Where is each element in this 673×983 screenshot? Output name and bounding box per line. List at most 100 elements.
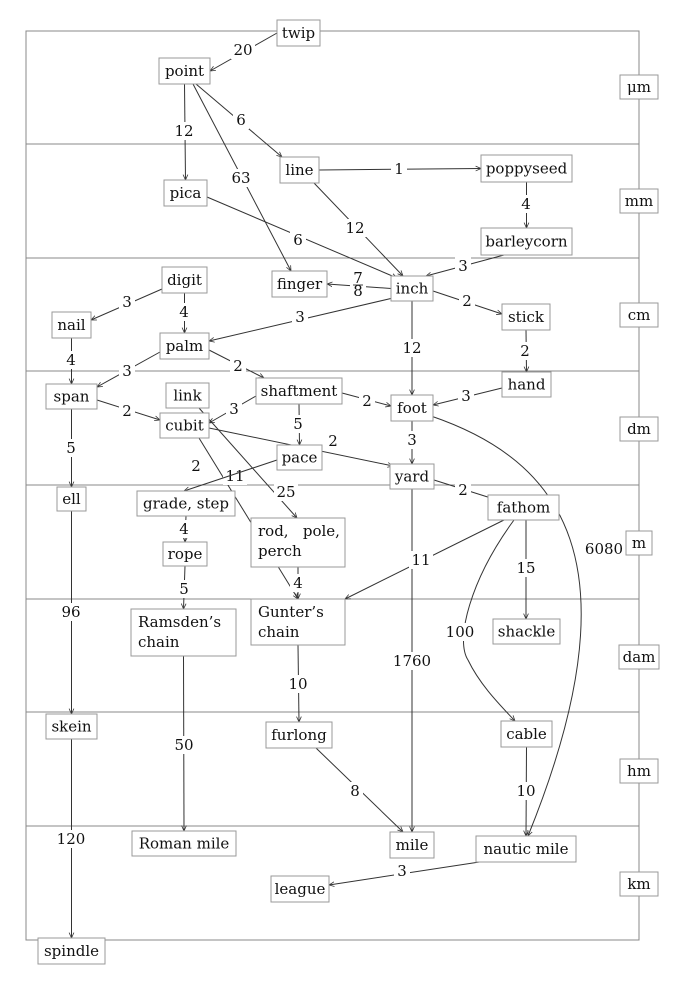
node-yard: yard (389, 463, 435, 490)
node-box (276, 444, 323, 471)
edge-arrow (430, 415, 582, 836)
node-box (162, 541, 208, 567)
node-label: pace (282, 449, 318, 467)
edge-palm-shaftment: 2 (208, 349, 264, 379)
node-gunter: Gunter’s chain (250, 598, 346, 646)
node-box (487, 494, 560, 521)
node-digit: digit (161, 266, 208, 294)
edge-label-fraction: 78 (350, 269, 366, 300)
node-nauticmile: nautic mile (475, 835, 577, 863)
scale-label-text: km (627, 875, 650, 893)
node-box (271, 270, 328, 298)
edge-label: 15 (516, 559, 535, 577)
node-label: point (165, 62, 204, 80)
node-label-line: Ramsden’s (138, 613, 221, 631)
node-box (165, 382, 210, 409)
node-label: spindle (44, 942, 99, 960)
node-ell: ell (56, 486, 87, 512)
edge-skein-spindle: 120 (55, 739, 87, 938)
edge-hand-foot: 3 (433, 387, 503, 405)
edge-label: 12 (174, 122, 193, 140)
node-box (500, 720, 553, 748)
edge-label: 3 (461, 387, 471, 405)
node-grade: grade, step (136, 490, 236, 517)
scale-label-text: m (632, 534, 646, 552)
edge-label: 12 (345, 219, 364, 237)
node-inch: inch (390, 275, 434, 302)
node-label: mile (396, 836, 429, 854)
node-box (159, 412, 210, 439)
edge-label: 1760 (393, 652, 431, 670)
node-box (158, 57, 211, 85)
node-skein: skein (45, 713, 98, 740)
edge-label: 3 (407, 431, 417, 449)
node-shackle: shackle (492, 618, 561, 645)
edge-label: 4 (521, 195, 531, 213)
node-point: point (158, 57, 211, 85)
scale-label-text: dam (623, 648, 656, 666)
edge-label: 11 (225, 467, 244, 485)
scale-label-hm: hm (619, 758, 659, 784)
node-foot: foot (390, 394, 434, 422)
node-label: foot (397, 399, 427, 417)
edge-label: 120 (57, 830, 86, 848)
edge-label: 2 (462, 292, 472, 310)
scale-label-text: cm (628, 306, 651, 324)
node-box (390, 275, 434, 302)
node-twip: twip (276, 19, 321, 47)
node-label: stick (508, 308, 545, 326)
edge-nail-span: 4 (63, 338, 79, 384)
node-label-line: chain (258, 623, 300, 641)
edge-inch-stick: 2 (432, 290, 502, 314)
edge-label: 2 (458, 481, 468, 499)
scale-bands (25, 30, 640, 941)
node-label: grade, step (143, 495, 229, 513)
node-box (131, 830, 237, 857)
fraction-denominator: 8 (353, 282, 363, 300)
node-label: furlong (271, 726, 327, 744)
edge-ramsden-romanmile: 50 (172, 655, 196, 831)
edge-label: 3 (229, 400, 239, 418)
node-label: nail (57, 316, 85, 334)
edge-span-ell: 5 (63, 409, 79, 487)
node-box (250, 517, 346, 568)
node-cable: cable (500, 720, 553, 748)
node-label-line: Gunter’s (258, 603, 324, 621)
node-label: Roman mile (139, 835, 230, 853)
node-label: inch (396, 280, 429, 298)
edge-label: 63 (231, 169, 250, 187)
edge-digit-palm: 4 (176, 293, 192, 333)
edge-inch-finger: 78 (327, 269, 392, 300)
fraction-numerator: 7 (353, 269, 363, 287)
edge-label: 2 (233, 357, 243, 375)
edge-point-finger: 63 (192, 83, 291, 271)
node-label: palm (166, 337, 204, 355)
edge-rope-ramsden: 5 (176, 565, 192, 609)
node-label: finger (277, 275, 323, 293)
edge-label: 4 (179, 303, 189, 321)
node-box (501, 303, 551, 331)
node-palm: palm (159, 332, 210, 360)
edge-ell-skein: 96 (59, 511, 83, 714)
edge-label: 25 (276, 483, 295, 501)
edge-pica-inch: 6 (206, 196, 397, 278)
node-label: digit (167, 271, 202, 289)
edge-barleycorn-inch: 3 (426, 254, 505, 276)
edge-label: 5 (66, 439, 76, 457)
node-label: poppyseed (486, 160, 568, 178)
edge-poppyseed-barleycorn: 4 (518, 182, 534, 228)
node-label-line: perch (258, 542, 302, 560)
edge-furlong-mile: 8 (315, 747, 403, 832)
edge-label: 3 (458, 257, 468, 275)
node-label: fathom (497, 499, 550, 517)
edge-shaftment-pace: 5 (290, 403, 306, 445)
node-label: cable (506, 725, 547, 743)
node-label: line (285, 161, 313, 179)
edge-shaftment-foot: 2 (341, 392, 391, 410)
node-finger: finger (271, 270, 328, 298)
node-box (250, 598, 346, 646)
edge-pace-grade: 2 (184, 457, 278, 491)
edge-label: 3 (397, 862, 407, 880)
node-line: line (279, 156, 320, 184)
